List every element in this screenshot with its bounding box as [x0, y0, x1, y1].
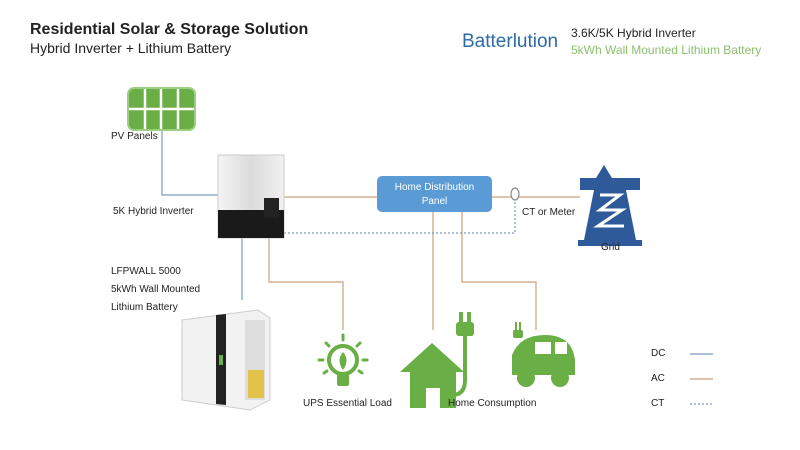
- ev-car-icon: [512, 322, 575, 387]
- page-title: Residential Solar & Storage Solution: [30, 21, 309, 38]
- legend-ac: AC: [651, 373, 665, 384]
- ac-line-ups: [268, 238, 344, 330]
- battery-label-3: Lithium Battery: [111, 302, 178, 313]
- ct-sensor-icon: [510, 187, 520, 201]
- pv-label: PV Panels: [111, 131, 158, 142]
- inverter-image: [217, 154, 285, 239]
- home-plug-icon: [400, 312, 474, 408]
- brand-line-2: 5kWh Wall Mounted Lithium Battery: [571, 43, 762, 57]
- distribution-panel-box: [377, 176, 492, 212]
- solar-panel-icon: [127, 87, 196, 131]
- grid-tower-icon: [578, 165, 642, 246]
- legend-lines: [690, 353, 713, 405]
- ct-label: CT or Meter: [522, 207, 576, 218]
- brand-line-1: 3.6K/5K Hybrid Inverter: [571, 26, 696, 40]
- panel-label-2: Panel: [421, 196, 448, 207]
- page-subtitle: Hybrid Inverter + Lithium Battery: [30, 40, 232, 56]
- legend-ct: CT: [651, 398, 665, 409]
- legend-dc: DC: [651, 348, 666, 359]
- battery-label-2: 5kWh Wall Mounted: [111, 284, 201, 295]
- ups-label: UPS Essential Load: [303, 398, 392, 409]
- dc-line-pv: [161, 130, 218, 196]
- battery-label-1: LFPWALL 5000: [111, 266, 181, 277]
- ct-line: [284, 200, 516, 234]
- grid-label: Grid: [601, 242, 620, 253]
- ac-line-ev: [461, 212, 537, 330]
- inverter-label: 5K Hybrid Inverter: [113, 206, 194, 217]
- ups-bulb-icon: [317, 333, 369, 386]
- home-label: Home Consumption: [448, 398, 537, 409]
- battery-image: [181, 309, 271, 411]
- panel-label-1: Home Distribution: [394, 182, 475, 193]
- brand-logo: Batterlution: [462, 31, 559, 52]
